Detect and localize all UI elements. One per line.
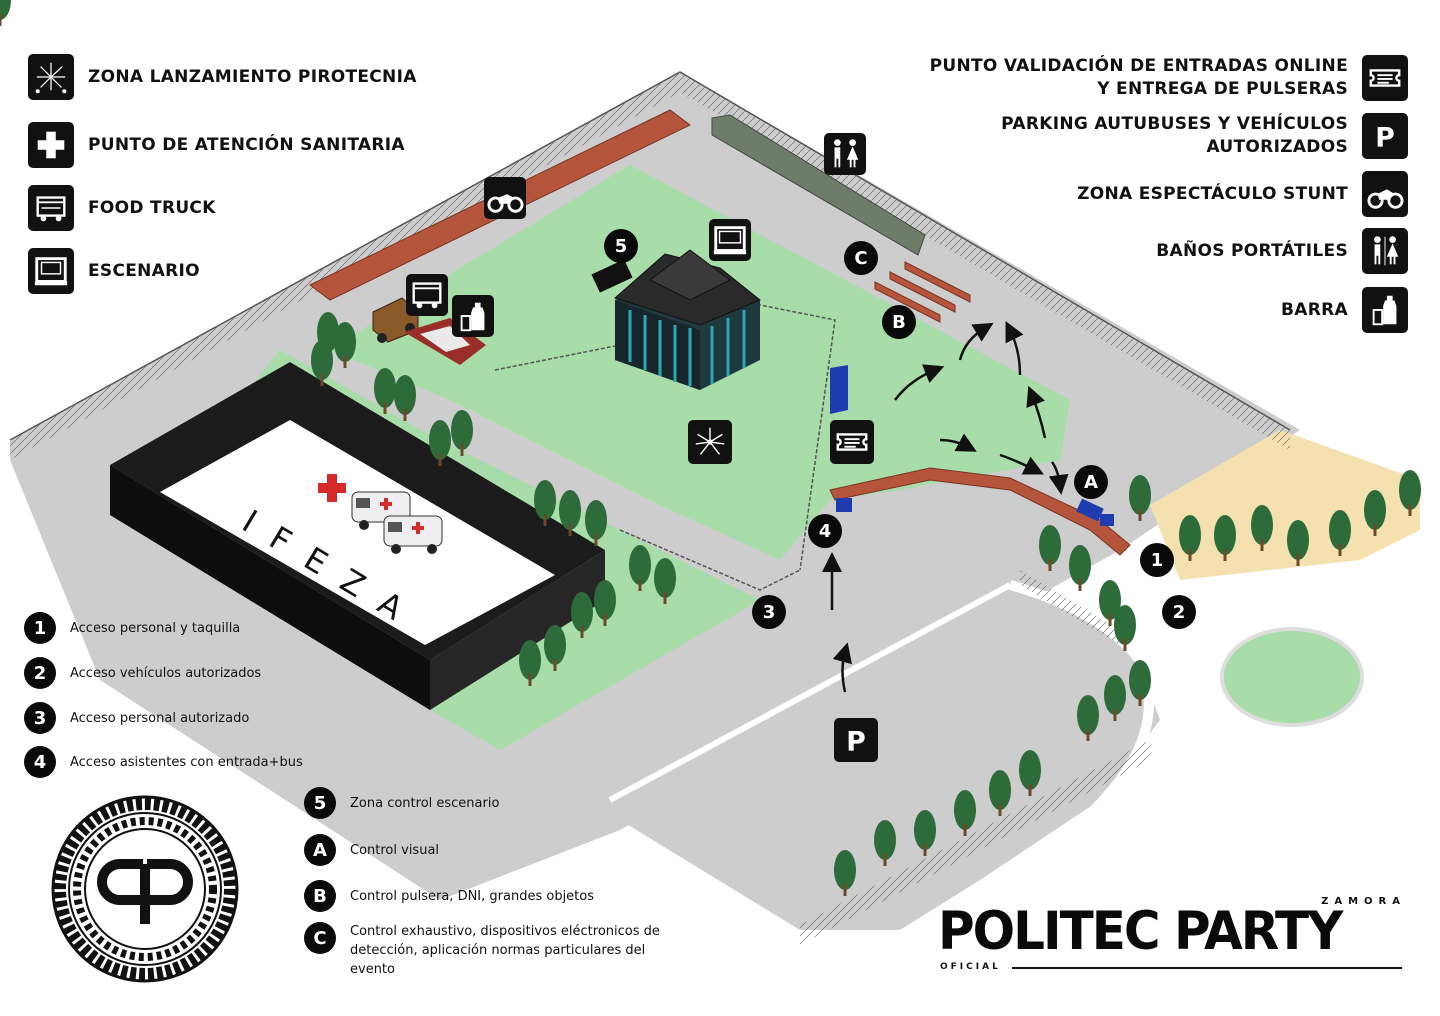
fence-band-south [800, 740, 1150, 945]
control-5-label: Zona control escenario [350, 795, 500, 811]
map-stage-icon [709, 219, 751, 261]
svg-text:P: P [846, 726, 866, 757]
map-food-truck-icon [406, 274, 448, 316]
brick-wall-c [874, 261, 971, 323]
control-c: C Control exhaustivo, dispositivos eléct… [304, 922, 680, 979]
map-toilets-icon [824, 133, 866, 175]
control-a-label: Control visual [350, 842, 440, 858]
legend-medical: PUNTO DE ATENCIÓN SANITARIA [28, 122, 405, 168]
ambulance-2 [383, 515, 443, 554]
control-5: 5 Zona control escenario [304, 787, 499, 819]
access-1-label: Acceso personal y taquilla [70, 620, 241, 636]
food-truck-icon [28, 185, 74, 231]
map-bar-icon [452, 295, 494, 337]
map-parking-icon: P [834, 718, 878, 762]
control-a: A Control visual [304, 834, 439, 866]
legend-ticket-line2: Y ENTREGA DE PULSERAS [1097, 79, 1348, 99]
map-marker-4: 4 [808, 514, 842, 548]
access-2-label: Acceso vehículos autorizados [70, 665, 262, 681]
medical-cross-icon [28, 122, 74, 168]
brand-rule [1012, 967, 1402, 969]
fence-band-north [10, 72, 680, 460]
stunt-bleachers [711, 114, 926, 256]
map-ticket-icon [830, 420, 874, 464]
legend-bar-label: BARRA [1281, 299, 1348, 320]
access-1-badge: 1 [24, 612, 56, 644]
access-3: 3 Acceso personal autorizado [24, 702, 249, 734]
legend-stage: ESCENARIO [28, 248, 200, 294]
control-b-label: Control pulsera, DNI, grandes objetos [350, 888, 595, 904]
ticket-icon [1362, 55, 1408, 101]
brick-wall-curve [829, 467, 1131, 556]
map-stunt-icon [484, 177, 526, 219]
legend-ticket: PUNTO VALIDACIÓN DE ENTRADAS ONLINE Y EN… [930, 55, 1408, 101]
bar-drinks-icon [1362, 287, 1408, 333]
legend-toilets-label: BAÑOS PORTÁTILES [1156, 240, 1348, 261]
road-edge-line [608, 582, 1012, 803]
brand-logo: ZAMORA POLITEC PARTY OFICIAL [938, 896, 1408, 976]
access-4: 4 Acceso asistentes con entrada+bus [24, 746, 303, 778]
booth-4 [836, 498, 852, 512]
parking-road [500, 580, 1160, 930]
map-marker-2: 2 [1162, 595, 1196, 629]
access-2-badge: 2 [24, 657, 56, 689]
control-b: B Control pulsera, DNI, grandes objetos [304, 880, 594, 912]
legend-bar: BARRA [1281, 287, 1408, 333]
legend-ticket-line1: PUNTO VALIDACIÓN DE ENTRADAS ONLINE [929, 56, 1348, 76]
control-a-badge: A [304, 834, 336, 866]
legend-fireworks-label: ZONA LANZAMIENTO PIROTECNIA [88, 67, 417, 87]
stage-structure [614, 249, 761, 390]
access-4-label: Acceso asistentes con entrada+bus [70, 754, 303, 770]
flow-arrows [822, 321, 1069, 693]
access-4-badge: 4 [24, 746, 56, 778]
access-3-badge: 3 [24, 702, 56, 734]
legend-stunt: ZONA ESPECTÁCULO STUNT [1077, 171, 1408, 217]
legend-stunt-label: ZONA ESPECTÁCULO STUNT [1077, 183, 1348, 204]
map-marker-a: A [1074, 465, 1108, 499]
inner-fence-2 [619, 529, 801, 591]
access-2: 2 Acceso vehículos autorizados [24, 657, 261, 689]
brand-name: POLITEC PARTY [938, 900, 1343, 962]
control-c-badge: C [304, 922, 336, 954]
map-fireworks-icon [688, 420, 732, 464]
control-c-label: Control exhaustivo, dispositivos eléctro… [350, 924, 660, 977]
map-marker-3: 3 [752, 595, 786, 629]
parking-icon: P [1362, 113, 1408, 159]
control-b-badge: B [304, 880, 336, 912]
stage-icon [28, 248, 74, 294]
medical-cross-roof [318, 474, 346, 502]
brand-tagline: OFICIAL [940, 962, 1001, 972]
legend-food-truck-label: FOOD TRUCK [88, 198, 216, 218]
legend-toilets: BAÑOS PORTÁTILES [1156, 228, 1408, 274]
legend-medical-label: PUNTO DE ATENCIÓN SANITARIA [88, 135, 405, 155]
trees [0, 0, 1421, 896]
stage-control-box [591, 259, 633, 293]
legend-fireworks: ZONA LANZAMIENTO PIROTECNIA [28, 54, 417, 100]
legend-parking-line1: PARKING AUTUBUSES Y VEHÍCULOS [1001, 114, 1348, 134]
brand-city: ZAMORA [1321, 896, 1406, 907]
toilets-icon [1362, 228, 1408, 274]
legend-parking: PARKING AUTUBUSES Y VEHÍCULOS AUTORIZADO… [1001, 113, 1408, 159]
ticket-booth [830, 365, 848, 414]
legend-parking-line2: AUTORIZADOS [1206, 137, 1348, 157]
fireworks-icon [28, 54, 74, 100]
map-marker-b: B [882, 305, 916, 339]
booth-a [1076, 498, 1114, 526]
motorbike-icon [1362, 171, 1408, 217]
roundabout [1220, 627, 1364, 727]
access-3-label: Acceso personal autorizado [70, 710, 250, 726]
map-marker-c: C [844, 241, 878, 275]
control-5-badge: 5 [304, 787, 336, 819]
access-1: 1 Acceso personal y taquilla [24, 612, 240, 644]
fence-band-road [1020, 570, 1120, 645]
legend-food-truck: FOOD TRUCK [28, 185, 216, 231]
politec-emblem [51, 795, 239, 983]
map-marker-1: 1 [1140, 543, 1174, 577]
legend-stage-label: ESCENARIO [88, 261, 200, 281]
svg-text:P: P [1375, 122, 1395, 153]
map-marker-5: 5 [604, 229, 638, 263]
